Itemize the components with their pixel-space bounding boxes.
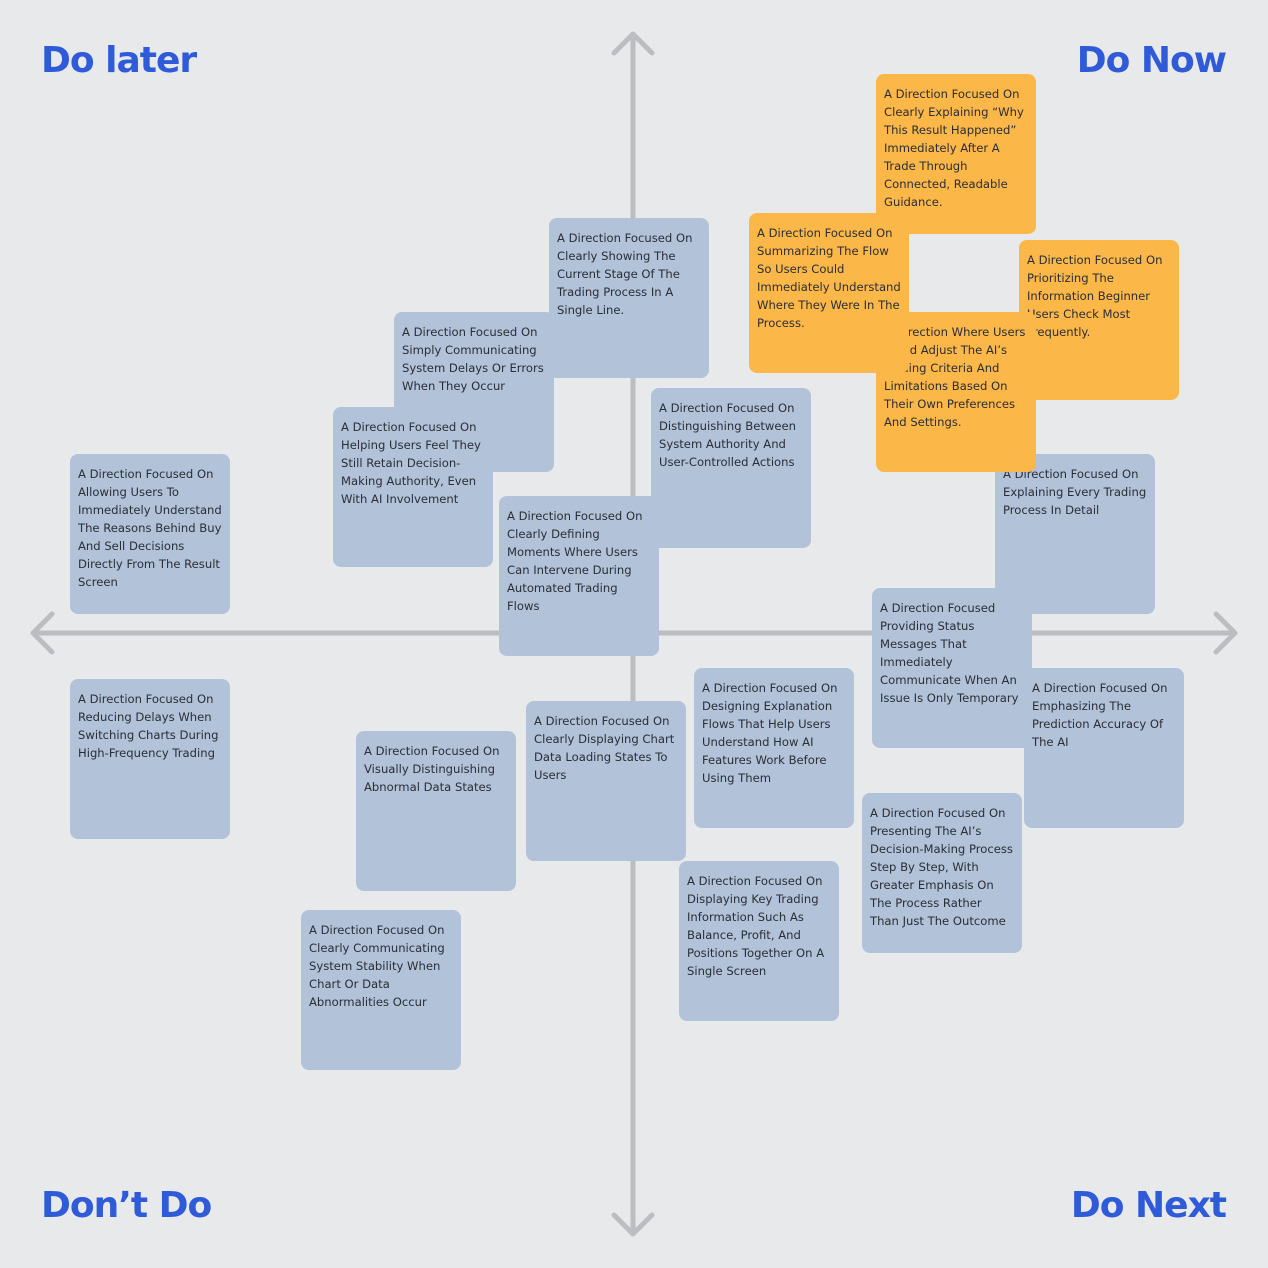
sticky-note-text: A Direction Focused On Clearly Communica… [309, 923, 445, 1009]
sticky-note-highlighted[interactable]: A Direction Focused On Summarizing The F… [749, 213, 909, 373]
sticky-note-text: A Direction Focused On Providing Status … [880, 601, 1019, 705]
sticky-note-text: A Direction Focused On Clearly Showing T… [557, 231, 693, 317]
sticky-note[interactable]: A Direction Focused On Displaying Key Tr… [679, 861, 839, 1021]
sticky-note-text: A Direction Focused On Explaining Every … [1003, 467, 1147, 517]
quadrant-label-do-next: Do Next [1070, 1185, 1227, 1226]
sticky-note[interactable]: A Direction Focused On Helping Users Fee… [333, 407, 493, 567]
sticky-note-text: A Direction Focused On Designing Explana… [702, 681, 838, 785]
sticky-note-text: A Direction Focused On Simply Communicat… [402, 325, 544, 393]
sticky-note-text: A Direction Focused On Clearly Displayin… [534, 714, 675, 782]
quadrant-label-do-later: Do later [41, 40, 197, 81]
sticky-note[interactable]: A Direction Focused On Clearly Communica… [301, 910, 461, 1070]
sticky-note-highlighted[interactable]: A Direction Focused On Prioritizing The … [1019, 240, 1179, 400]
sticky-note[interactable]: A Direction Focused On Emphasizing The P… [1024, 668, 1184, 828]
sticky-note-text: A Direction Focused On Reducing Delays W… [78, 692, 219, 760]
sticky-note[interactable]: A Direction Focused On Clearly Defining … [499, 496, 659, 656]
sticky-note[interactable]: A Direction Focused On Designing Explana… [694, 668, 854, 828]
sticky-note-text: A Direction Focused On Presenting The AI… [870, 806, 1013, 928]
sticky-note[interactable]: A Direction Focused On Visually Distingu… [356, 731, 516, 891]
axis-arrow-right-icon [1213, 611, 1238, 655]
sticky-note-text: A Direction Focused On Visually Distingu… [364, 744, 500, 794]
sticky-note-text: A Direction Focused On Displaying Key Tr… [687, 874, 825, 978]
sticky-note-text: A Direction Focused On Clearly Explainin… [884, 87, 1024, 209]
sticky-note-text: A Direction Where Users Could Adjust The… [884, 325, 1026, 429]
sticky-note[interactable]: A Direction Focused On Reducing Delays W… [70, 679, 230, 839]
sticky-note-text: A Direction Focused On Helping Users Fee… [341, 420, 481, 506]
quadrant-label-dont-do: Don’t Do [41, 1185, 212, 1226]
sticky-note-text: A Direction Focused On Summarizing The F… [757, 226, 901, 330]
sticky-note[interactable]: A Direction Focused On Clearly Showing T… [549, 218, 709, 378]
sticky-note[interactable]: A Direction Focused On Providing Status … [872, 588, 1032, 748]
sticky-note[interactable]: A Direction Focused On Allowing Users To… [70, 454, 230, 614]
sticky-note-text: A Direction Focused On Emphasizing The P… [1032, 681, 1168, 749]
sticky-note-text: A Direction Focused On Prioritizing The … [1027, 253, 1163, 339]
sticky-note-text: A Direction Focused On Allowing Users To… [78, 467, 222, 589]
axis-arrow-left-icon [30, 611, 55, 655]
axis-arrow-down-icon [611, 1212, 655, 1237]
sticky-note[interactable]: A Direction Focused On Distinguishing Be… [651, 388, 811, 548]
sticky-note[interactable]: A Direction Focused On Presenting The AI… [862, 793, 1022, 953]
sticky-note-text: A Direction Focused On Distinguishing Be… [659, 401, 796, 469]
axis-arrow-up-icon [611, 31, 655, 56]
sticky-note[interactable]: A Direction Focused On Simply Communicat… [394, 312, 554, 472]
sticky-note-text: A Direction Focused On Clearly Defining … [507, 509, 643, 613]
sticky-note-highlighted[interactable]: A Direction Focused On Clearly Explainin… [876, 74, 1036, 234]
sticky-note[interactable]: A Direction Focused On Explaining Every … [995, 454, 1155, 614]
quadrant-label-do-now: Do Now [1076, 40, 1227, 81]
sticky-note[interactable]: A Direction Focused On Clearly Displayin… [526, 701, 686, 861]
